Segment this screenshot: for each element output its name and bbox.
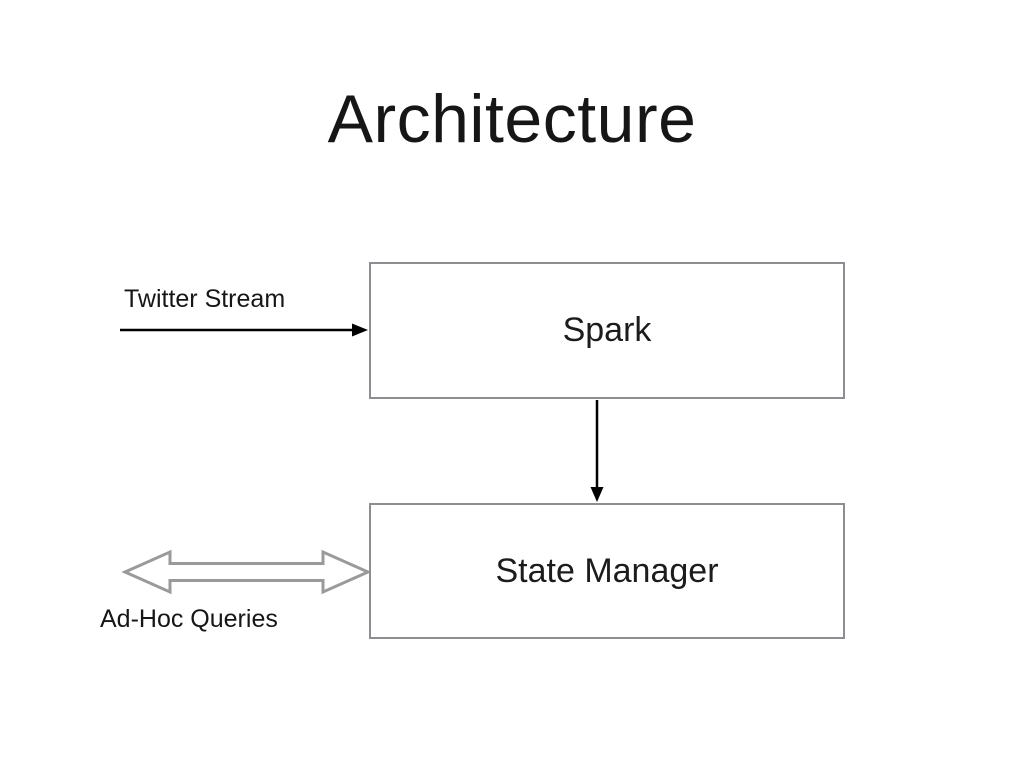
- slide-title: Architecture: [327, 81, 697, 157]
- twitter-stream-label: Twitter Stream: [124, 285, 286, 313]
- node-spark: Spark: [369, 262, 845, 399]
- node-state-manager: State Manager: [369, 503, 845, 639]
- node-spark-label: Spark: [562, 311, 652, 349]
- twitter-stream-arrow-head: [352, 323, 368, 337]
- adhoc-queries-double-arrow: [121, 549, 372, 595]
- spark-to-state-arrow-head: [590, 487, 604, 502]
- node-state-manager-label: State Manager: [495, 551, 719, 590]
- twitter-stream-to-spark-arrow: [120, 323, 368, 337]
- ad-hoc-queries-label: Ad-Hoc Queries: [100, 605, 278, 633]
- spark-to-state-manager-arrow: [590, 400, 604, 502]
